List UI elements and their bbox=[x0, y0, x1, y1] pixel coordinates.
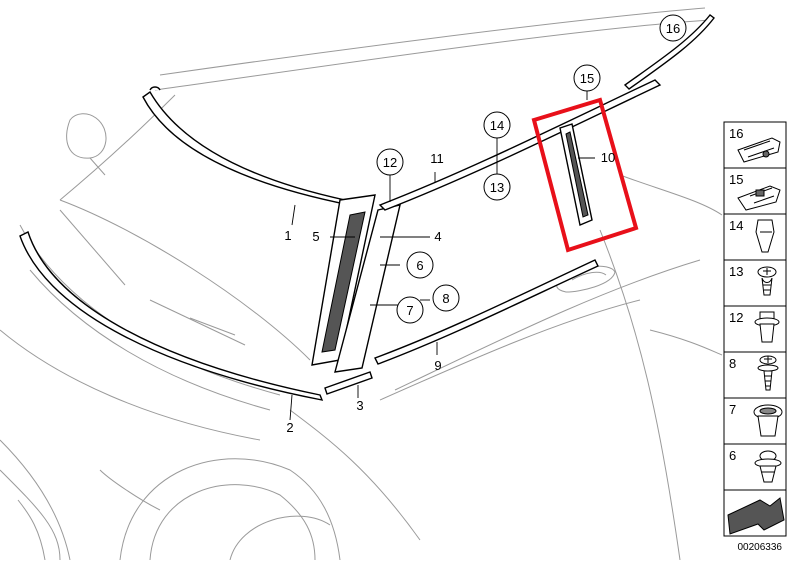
car-outline bbox=[0, 7, 723, 561]
screw-8-icon bbox=[757, 355, 779, 391]
windshield-moulding bbox=[142, 90, 353, 207]
legend-cell-2 bbox=[723, 213, 787, 261]
callout-circle-7 bbox=[396, 296, 424, 324]
legend-label-1: 15 bbox=[729, 172, 743, 187]
callout-circle-12 bbox=[376, 148, 404, 176]
callout-15: 15 bbox=[580, 71, 594, 86]
callout-11: 11 bbox=[430, 151, 444, 166]
highlight-box bbox=[531, 97, 639, 253]
callout-13: 13 bbox=[490, 180, 504, 195]
legend-label-7: 6 bbox=[729, 448, 736, 463]
clip-15-icon bbox=[737, 185, 781, 211]
direction-arrow-icon bbox=[727, 497, 785, 535]
callout-2: 2 bbox=[286, 420, 293, 435]
clip-16-icon bbox=[737, 137, 781, 163]
clip-7-icon bbox=[753, 404, 783, 437]
callout-16: 16 bbox=[666, 21, 680, 36]
clip-12-icon bbox=[754, 311, 780, 343]
clip-6-icon bbox=[754, 450, 782, 483]
legend-cell-4 bbox=[723, 305, 787, 353]
callout-14: 14 bbox=[490, 118, 504, 133]
roof-drip-moulding bbox=[378, 79, 662, 211]
hood-moulding bbox=[19, 231, 324, 401]
legend-label-0: 16 bbox=[729, 126, 743, 141]
legend-label-3: 13 bbox=[729, 264, 743, 279]
callout-10: 10 bbox=[601, 150, 615, 165]
leader-lines bbox=[289, 90, 595, 421]
callout-4: 4 bbox=[434, 229, 441, 244]
callout-circle-6 bbox=[406, 251, 434, 279]
clip-14-icon bbox=[755, 219, 775, 253]
b-pillar-trim-inner bbox=[565, 131, 589, 218]
callout-6: 6 bbox=[416, 258, 423, 273]
a-pillar-lower-trim bbox=[324, 371, 373, 395]
windshield-moulding-top bbox=[149, 86, 161, 91]
callout-circle-8 bbox=[432, 284, 460, 312]
callout-5: 5 bbox=[312, 229, 319, 244]
callouts: 1 2 3 4 5 9 10 11 12 6 7 8 14 13 15 16 bbox=[284, 14, 687, 435]
legend-label-5: 8 bbox=[729, 356, 736, 371]
legend: 16 15 14 13 12 8 7 6 bbox=[723, 121, 787, 553]
callout-circle-14 bbox=[483, 111, 511, 139]
legend-label-4: 12 bbox=[729, 310, 743, 325]
parts-group bbox=[19, 14, 715, 401]
callout-3: 3 bbox=[356, 398, 363, 413]
callout-circle-15 bbox=[573, 64, 601, 92]
callout-9: 9 bbox=[434, 358, 441, 373]
callout-1: 1 bbox=[284, 228, 291, 243]
legend-label-6: 7 bbox=[729, 402, 736, 417]
roof-rail-trim bbox=[623, 14, 715, 90]
a-pillar-channel-inner bbox=[321, 211, 366, 353]
callout-circle-13 bbox=[483, 173, 511, 201]
callout-circle-16 bbox=[659, 14, 687, 42]
callout-7: 7 bbox=[406, 303, 413, 318]
door-belt-moulding bbox=[374, 259, 599, 365]
legend-label-2: 14 bbox=[729, 218, 743, 233]
diagram-code: 00206336 bbox=[738, 542, 783, 553]
legend-cell-3 bbox=[723, 259, 787, 307]
screw-13-icon bbox=[757, 266, 777, 296]
callout-12: 12 bbox=[383, 155, 397, 170]
callout-8: 8 bbox=[442, 291, 449, 306]
